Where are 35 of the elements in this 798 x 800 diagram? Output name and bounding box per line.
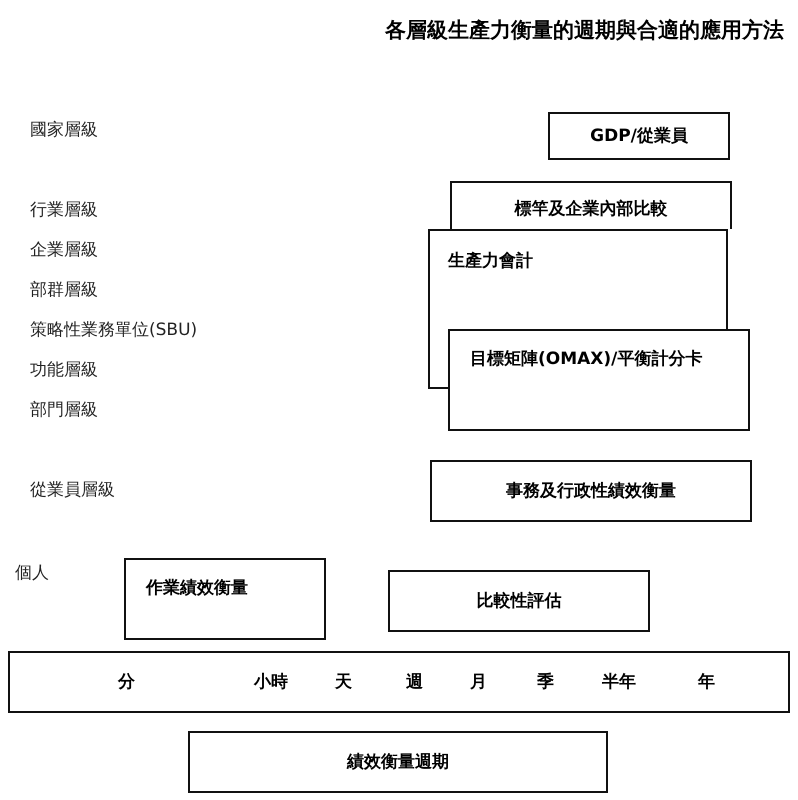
timescale-bar <box>8 651 790 713</box>
box-text: 績效衡量週期 <box>346 751 450 774</box>
level-label: 策略性業務單位(SBU) <box>30 319 198 341</box>
box-text: 事務及行政性績效衡量 <box>505 480 677 503</box>
level-label: 部群層級 <box>30 279 98 301</box>
method-box <box>450 181 732 229</box>
box-text: 生產力會計 <box>448 250 533 273</box>
title: 各層級生產力衡量的週期與合適的應用方法 <box>385 17 784 44</box>
level-label: 部門層級 <box>30 399 98 421</box>
level-label: 國家層級 <box>30 119 98 141</box>
method-box <box>428 229 728 329</box>
level-label: 功能層級 <box>30 359 98 381</box>
level-label: 個人 <box>15 562 49 584</box>
box-text: 比較性評估 <box>476 590 562 613</box>
method-box <box>388 570 650 632</box>
period-label: 月 <box>470 671 487 694</box>
period-label: 週 <box>406 671 423 694</box>
period-label: 年 <box>698 671 715 694</box>
period-label: 季 <box>537 671 554 694</box>
method-box <box>430 460 752 522</box>
period-label: 分 <box>118 671 135 694</box>
level-label: 從業員層級 <box>30 479 115 501</box>
method-box <box>548 112 730 160</box>
level-label: 企業層級 <box>30 239 98 261</box>
method-box <box>124 558 326 640</box>
box-text: 作業績效衡量 <box>146 577 248 600</box>
period-label: 半年 <box>602 671 636 694</box>
box-text: 目標矩陣(OMAX)/平衡計分卡 <box>470 348 704 371</box>
period-label: 小時 <box>254 671 288 694</box>
box-text: GDP/從業員 <box>589 125 689 148</box>
method-box <box>448 329 750 431</box>
box-text: 標竿及企業內部比較 <box>513 198 668 221</box>
period-label: 天 <box>335 671 352 694</box>
method-box <box>188 731 608 793</box>
level-label: 行業層級 <box>30 199 98 221</box>
